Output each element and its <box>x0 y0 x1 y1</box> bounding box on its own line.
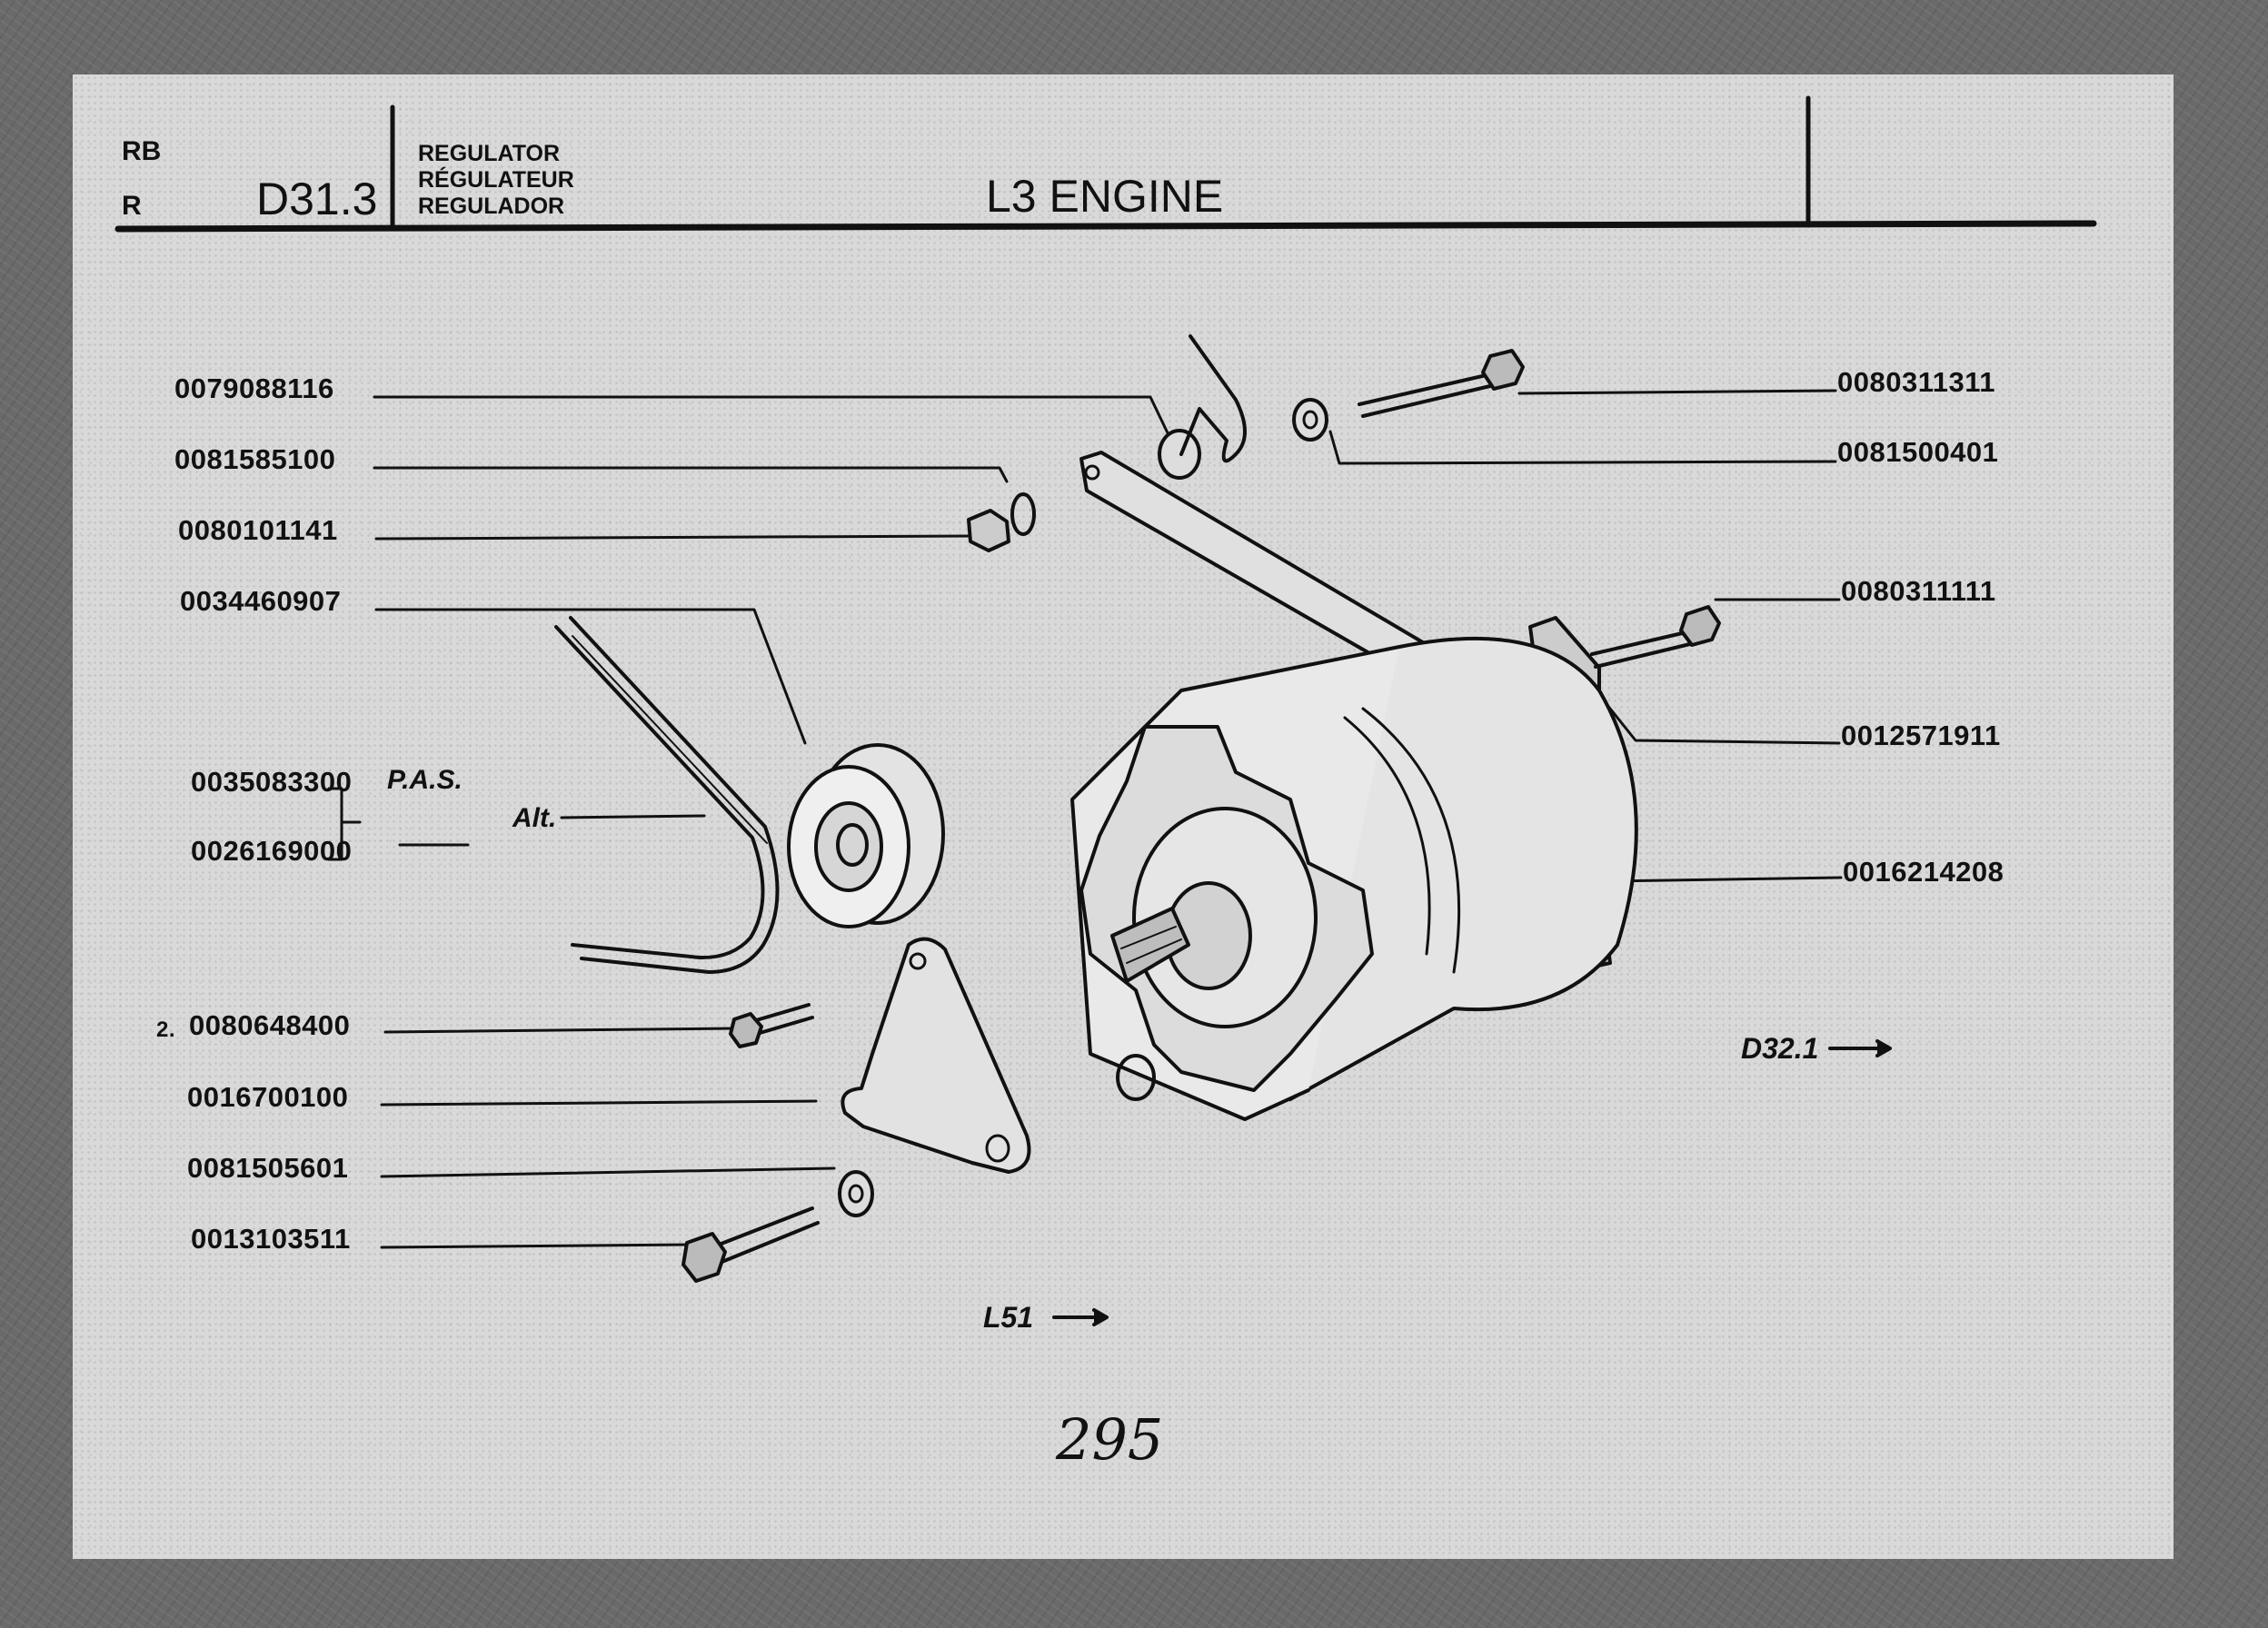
v-belt <box>554 616 780 974</box>
section-number: D31.3 <box>256 174 378 224</box>
ref-d32: D32.1 <box>1741 1032 1819 1065</box>
part-label: 0026169000 <box>191 835 353 867</box>
small-clip <box>1179 334 1247 463</box>
mounting-bracket <box>841 937 1031 1174</box>
engine-title: L3 ENGINE <box>986 171 1224 222</box>
part-label: 0080648400 <box>189 1009 351 1041</box>
bolt-top-right <box>1358 349 1525 418</box>
bolt-right <box>1590 605 1721 669</box>
part-label: 0012571911 <box>1841 720 2001 751</box>
washer-top <box>1292 398 1328 442</box>
washer-lower <box>838 1170 874 1217</box>
header-code-r: R <box>122 191 142 221</box>
part-label: 0035083300 <box>191 766 353 798</box>
pas-label: P.A.S. <box>387 765 463 795</box>
part-label: 0081585100 <box>174 443 336 475</box>
part-label: 0080311111 <box>1841 575 1996 607</box>
part-label: 0034460907 <box>180 585 342 617</box>
handwritten-page-number: 295 <box>1056 1406 1164 1473</box>
title-es: REGULADOR <box>418 194 565 219</box>
part-label: 0081505601 <box>187 1152 349 1184</box>
catalog-sheet <box>73 74 2174 1559</box>
title-en: REGULATOR <box>418 141 561 166</box>
part-label: 0080101141 <box>178 514 338 546</box>
ref-l51: L51 <box>983 1301 1034 1334</box>
header-rule <box>114 220 2097 233</box>
alternator <box>1070 636 1638 1121</box>
part-label: 0079088116 <box>174 372 334 404</box>
lock-washer <box>1010 492 1036 536</box>
pulley <box>787 743 945 928</box>
part-label: 0080311311 <box>1837 366 1995 398</box>
bolt-lower-long <box>681 1206 820 1283</box>
alt-label: Alt. <box>512 803 557 833</box>
reference-arrows <box>1052 1039 1892 1326</box>
nut <box>967 509 1010 552</box>
header-code-rb: RB <box>122 136 162 166</box>
bolt-lower-small <box>729 1003 814 1048</box>
part-label: 0016700100 <box>187 1081 349 1113</box>
part-label: 0013103511 <box>191 1223 351 1255</box>
title-fr: RÉGULATEUR <box>418 167 574 193</box>
part-label: 0016214208 <box>1843 856 2004 888</box>
qty-prefix: 2. <box>156 1018 176 1042</box>
leader-lines-left <box>327 395 1174 1249</box>
part-label: 0081500401 <box>1837 436 1999 468</box>
